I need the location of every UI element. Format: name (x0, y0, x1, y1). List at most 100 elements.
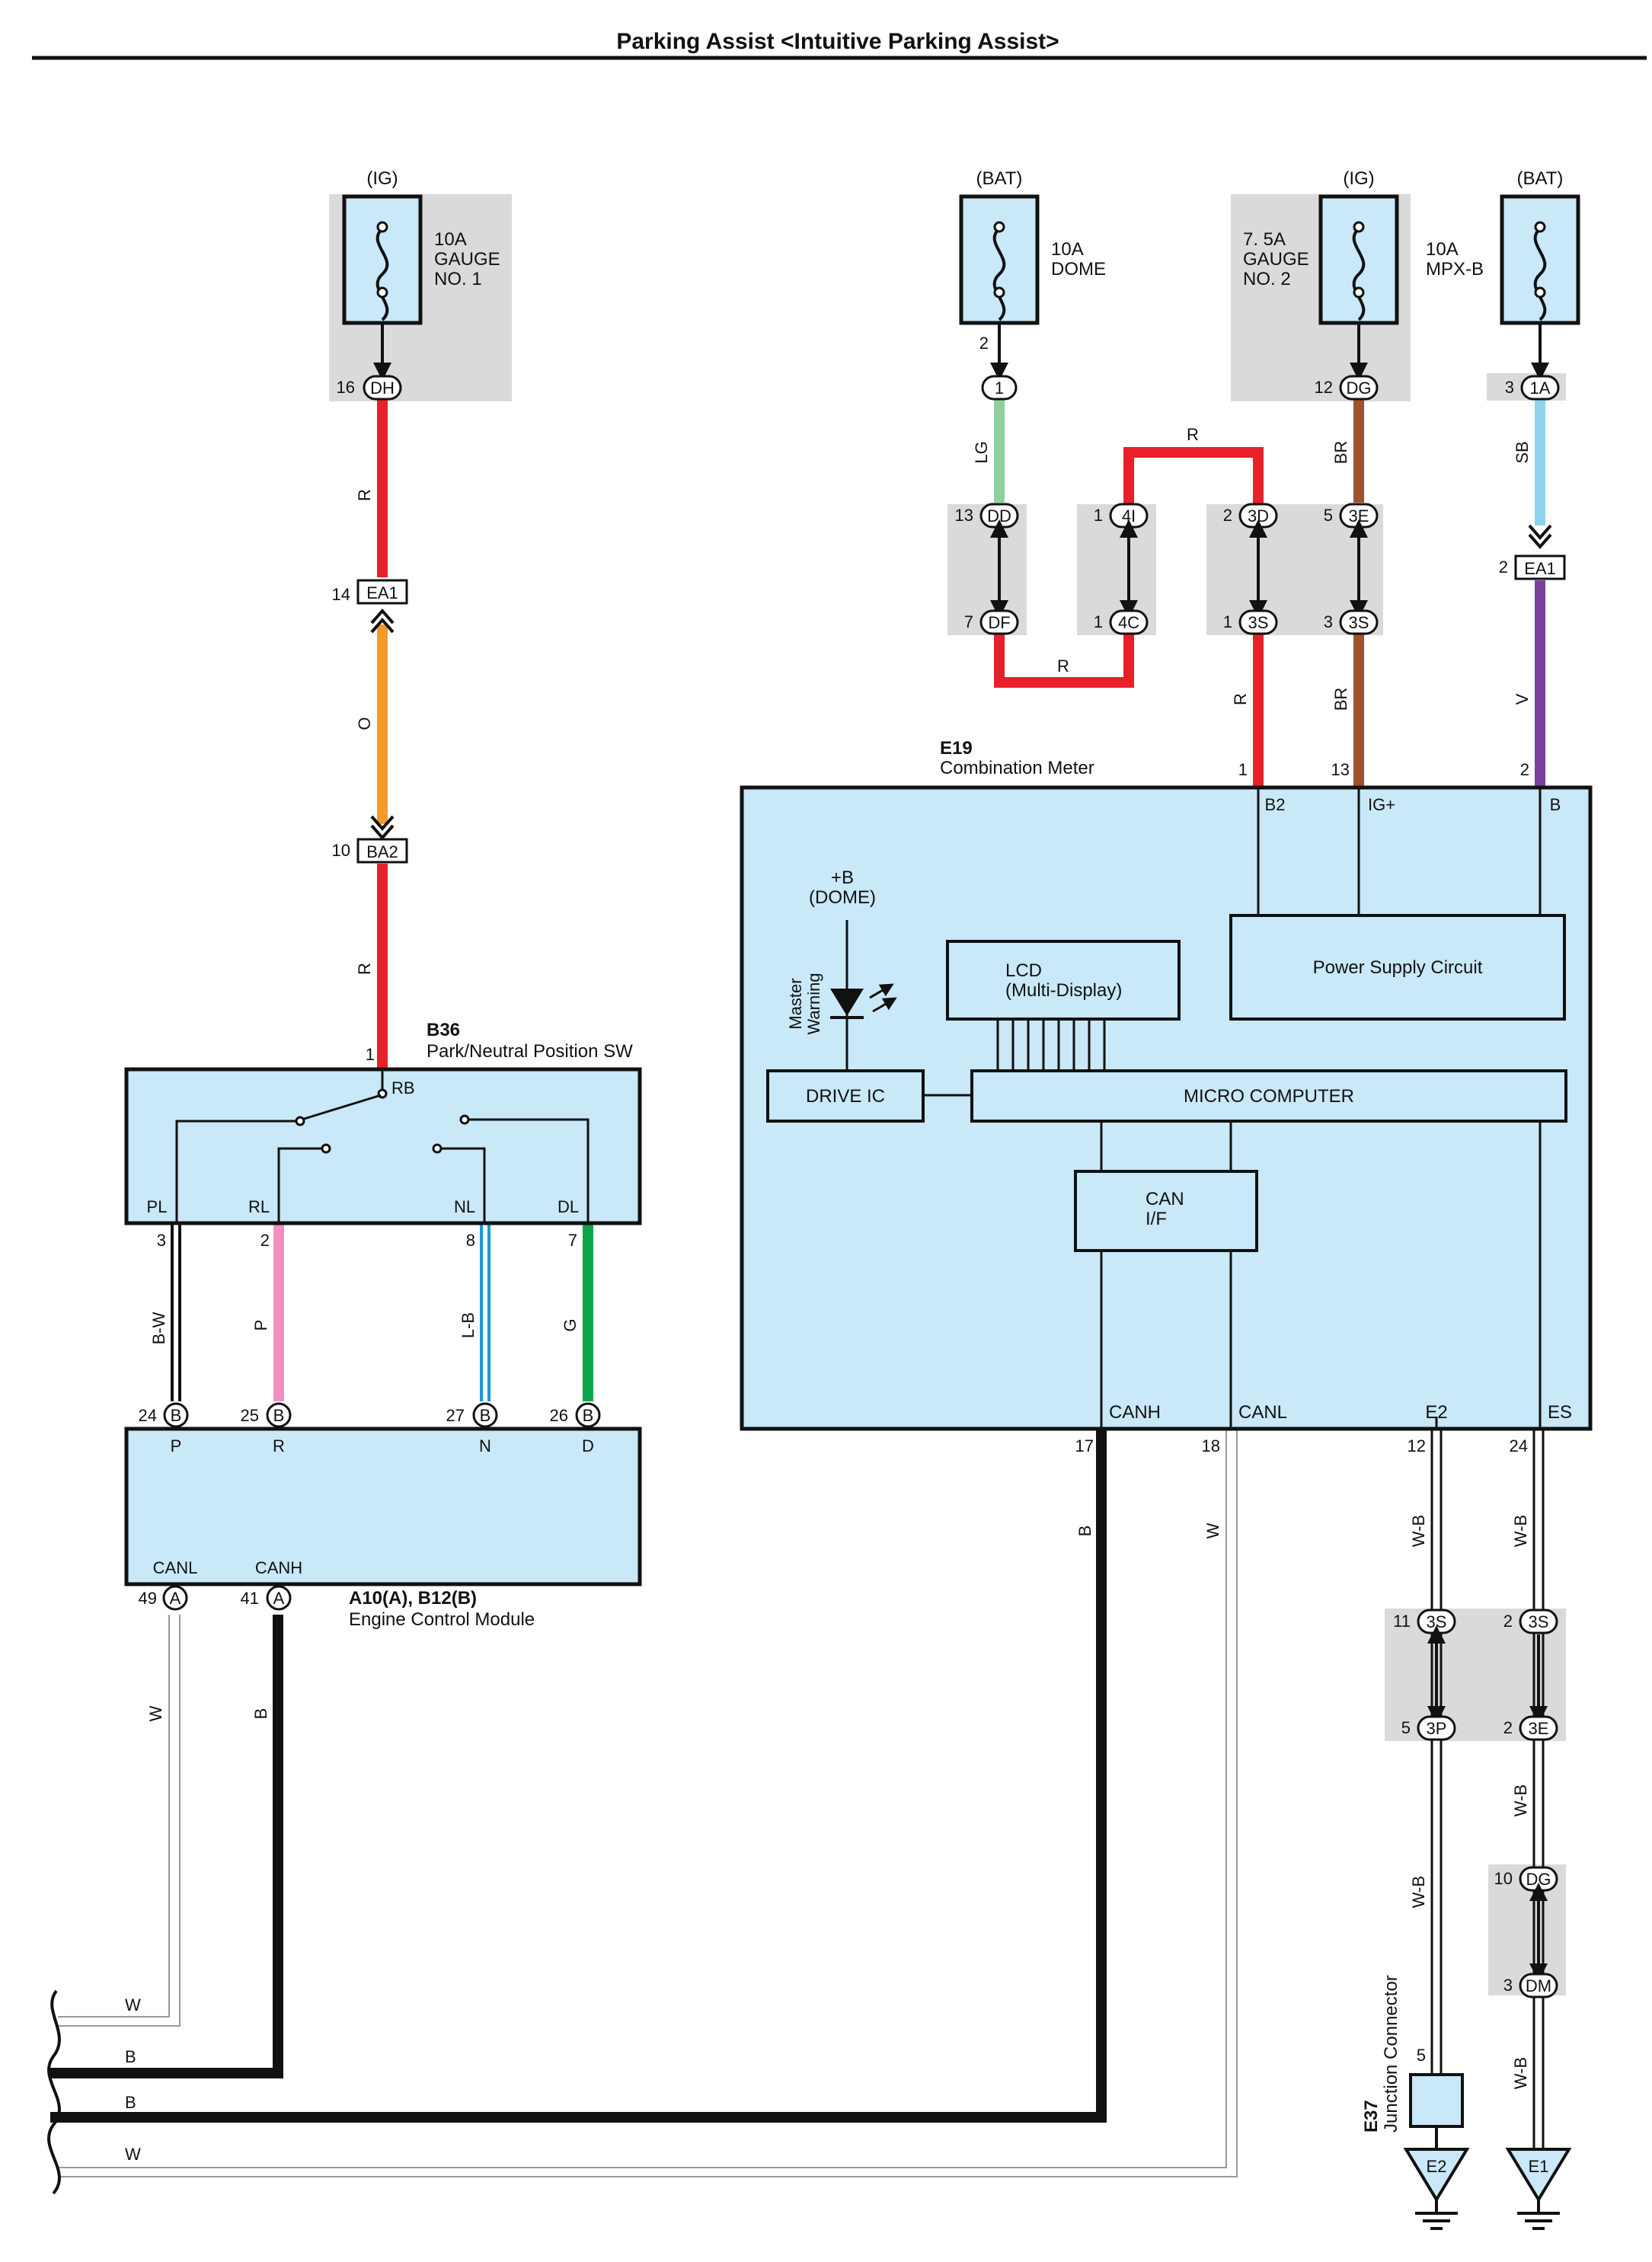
svg-text:26: 26 (550, 1406, 568, 1425)
svg-text:PL: PL (147, 1197, 168, 1216)
svg-text:BR: BR (1331, 441, 1350, 465)
svg-text:B: B (480, 1406, 491, 1425)
svg-text:DL: DL (558, 1197, 579, 1216)
svg-text:3E: 3E (1529, 1719, 1549, 1738)
component-code: B36 (427, 1020, 460, 1040)
svg-text:CANL: CANL (153, 1558, 198, 1577)
connector-dd-df: 13 DD 7 DF (955, 503, 1019, 635)
svg-text:3: 3 (1505, 378, 1514, 397)
fuse-rating: 10A (1051, 239, 1084, 260)
svg-text:14: 14 (332, 585, 350, 604)
ground-e2-icon: E2 (1403, 2148, 1470, 2230)
connector-dh: 16 DH (337, 375, 402, 401)
fuse-supply-label: (IG) (366, 168, 398, 189)
svg-text:12: 12 (1408, 1436, 1426, 1455)
svg-text:DG: DG (1526, 1870, 1551, 1889)
svg-text:5: 5 (1324, 506, 1333, 525)
pin-number: 2 (979, 334, 989, 353)
svg-text:DH: DH (370, 379, 395, 398)
fuse-rating: 10A (434, 229, 467, 250)
svg-text:3: 3 (1503, 1976, 1513, 1995)
svg-text:R: R (355, 963, 374, 975)
svg-text:W: W (146, 1705, 165, 1721)
svg-text:EA1: EA1 (366, 583, 398, 602)
svg-text:B: B (125, 2047, 136, 2066)
svg-text:W: W (125, 2145, 141, 2164)
component-name: Combination Meter (940, 758, 1094, 778)
svg-text:N: N (479, 1436, 491, 1455)
connector-1a: 3 1A (1505, 375, 1560, 401)
fuse-name-line2: NO. 2 (1243, 269, 1291, 289)
svg-text:R: R (355, 489, 374, 501)
svg-text:3: 3 (157, 1231, 166, 1250)
svg-text:R: R (1187, 425, 1199, 444)
connector-dg-top: 12 DG (1315, 375, 1379, 401)
svg-text:4I: 4I (1122, 506, 1136, 526)
fuse-supply-label: (BAT) (1517, 168, 1564, 189)
fuse-mpx-b: (BAT) 10A MPX-B (1426, 168, 1580, 325)
wire-meter-canl-w (58, 1429, 1227, 2168)
svg-text:W: W (1203, 1522, 1222, 1538)
svg-text:DM: DM (1526, 1976, 1551, 1995)
svg-text:2: 2 (1503, 1612, 1513, 1631)
terminal-label: RB (391, 1078, 415, 1097)
svg-text:B: B (251, 1708, 270, 1720)
svg-text:24: 24 (139, 1406, 157, 1425)
svg-text:W-B: W-B (1409, 1876, 1428, 1908)
svg-text:2: 2 (260, 1231, 270, 1250)
svg-text:E2: E2 (1427, 2157, 1447, 2176)
component-name: Junction Connector (1381, 1975, 1401, 2133)
svg-text:CANH: CANH (255, 1558, 302, 1577)
pin-number: 1 (366, 1045, 375, 1064)
drive-ic-label: DRIVE IC (806, 1086, 885, 1107)
svg-text:1: 1 (1094, 506, 1103, 525)
wire-r-loop-top (1123, 447, 1264, 504)
can-if-label: CAN (1146, 1189, 1184, 1209)
svg-text:B: B (1075, 1526, 1094, 1537)
svg-text:B: B (273, 1406, 285, 1425)
svg-text:10: 10 (1494, 1869, 1513, 1888)
svg-text:E1: E1 (1529, 2157, 1549, 2176)
svg-text:W-B: W-B (1511, 1515, 1530, 1547)
fuse-rating: 10A (1426, 239, 1459, 260)
wire-ecm-canl-w (58, 1615, 170, 2018)
wire-color-labels: R O R LG R R R BR BR SB V B-W P L-B G W … (125, 425, 1532, 2164)
svg-text:P: P (171, 1436, 182, 1455)
dome-sublabel: (DOME) (809, 887, 876, 908)
component-name: Park/Neutral Position SW (427, 1041, 633, 1062)
svg-text:1: 1 (1223, 612, 1232, 631)
svg-text:4C: 4C (1118, 613, 1139, 632)
connector-ea1-right: 2 EA1 (1499, 524, 1566, 580)
fuse-supply-label: (IG) (1343, 168, 1374, 189)
svg-text:10: 10 (332, 841, 350, 860)
svg-text:ES: ES (1548, 1402, 1572, 1423)
dome-label: +B (831, 867, 854, 888)
fuse-name-line1: GAUGE (434, 249, 500, 270)
fuse-name-line1: GAUGE (1243, 249, 1309, 270)
wire-meter-canl-w2 (58, 1429, 1238, 2177)
svg-text:8: 8 (466, 1231, 475, 1250)
svg-text:DG: DG (1347, 379, 1372, 398)
fuse-name-line1: DOME (1051, 259, 1106, 280)
svg-text:W-B: W-B (1409, 1515, 1428, 1547)
master-warning-led-icon (830, 983, 897, 1019)
svg-text:R: R (1057, 657, 1069, 676)
component-code: E37 (1361, 2100, 1382, 2133)
diagram-title: Parking Assist <Intuitive Parking Assist… (616, 29, 1059, 54)
connector-1: 1 (981, 375, 1018, 401)
svg-text:3: 3 (1324, 612, 1333, 631)
micro-computer-label: MICRO COMPUTER (1184, 1086, 1354, 1107)
fuse-supply-label: (BAT) (976, 168, 1023, 189)
svg-text:E2: E2 (1425, 1402, 1447, 1423)
svg-text:EA1: EA1 (1524, 559, 1556, 578)
warning-label: Master (786, 978, 805, 1029)
svg-text:3S: 3S (1427, 1612, 1447, 1631)
svg-text:3E: 3E (1349, 506, 1369, 526)
svg-text:13: 13 (955, 506, 973, 525)
svg-text:7: 7 (568, 1231, 577, 1250)
svg-text:O: O (355, 717, 374, 730)
component-code: A10(A), B12(B) (349, 1588, 477, 1609)
svg-text:2: 2 (1499, 558, 1508, 577)
svg-text:1: 1 (1094, 612, 1103, 631)
svg-text:27: 27 (446, 1406, 465, 1425)
